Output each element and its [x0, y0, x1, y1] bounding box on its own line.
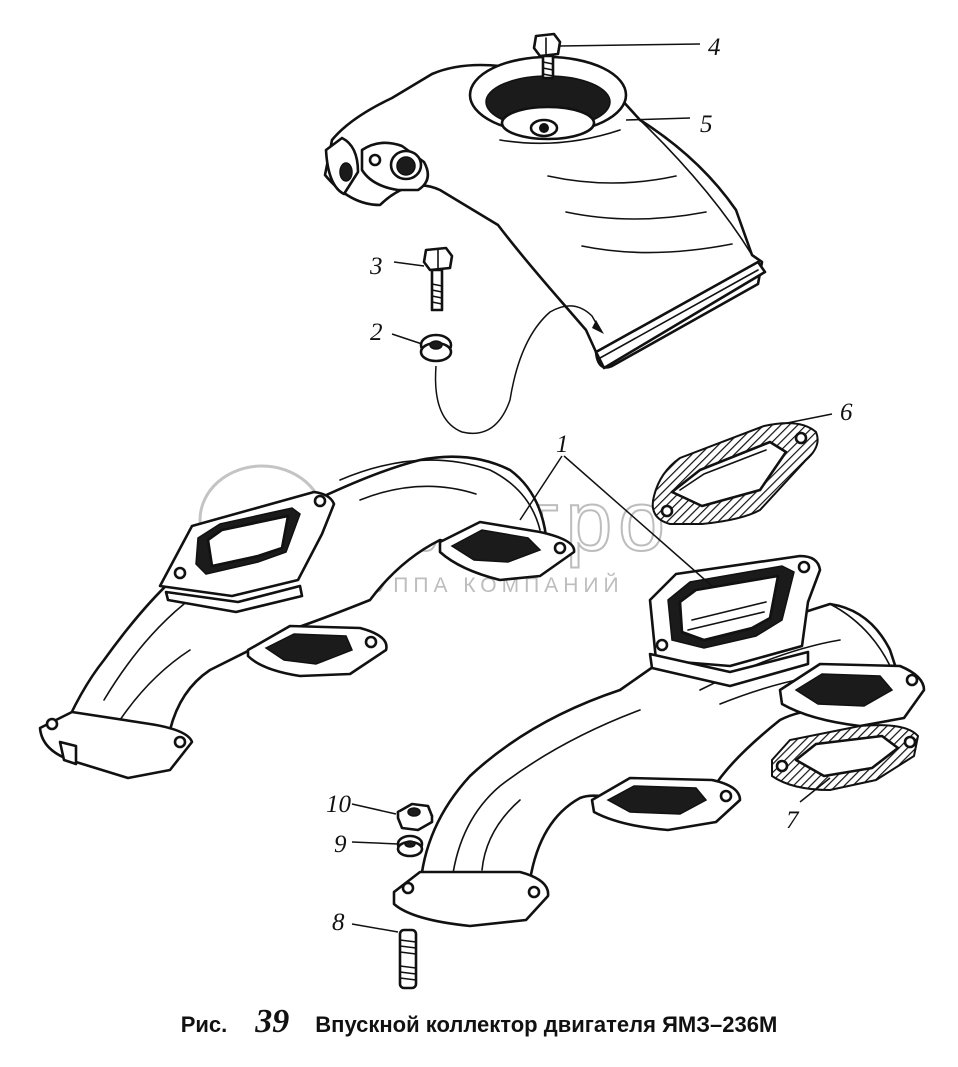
bolt-part-3	[422, 246, 454, 312]
caption-figure-number: 39	[255, 1003, 290, 1040]
callout-4: 4	[708, 34, 721, 61]
callout-8: 8	[332, 909, 345, 936]
intake-elbow-part-5	[323, 55, 767, 370]
washer-part-2	[419, 333, 453, 363]
gasket-part-7	[771, 724, 920, 792]
bolt-part-4	[532, 32, 562, 80]
callout-3: 3	[369, 253, 383, 280]
caption-title: Впускной коллектор двигателя ЯМЗ–236М	[315, 1012, 778, 1037]
callout-7: 7	[786, 807, 800, 834]
nut-part-10	[396, 802, 434, 832]
intake-manifold-right-part-1	[392, 554, 926, 928]
gasket-part-6	[651, 422, 819, 525]
caption-prefix: Рис.	[180, 1012, 228, 1037]
callout-2: 2	[370, 319, 383, 346]
callout-9: 9	[334, 831, 347, 858]
callout-leaders	[351, 43, 833, 933]
stud-part-8	[398, 928, 418, 990]
figure-caption: Рис. 39 Впускной коллектор двигателя ЯМЗ–2…	[0, 1003, 958, 1041]
callout-5: 5	[700, 111, 713, 138]
callout-10: 10	[326, 791, 352, 818]
callout-1: 1	[556, 431, 569, 458]
assembly-path-line	[434, 305, 601, 434]
callout-6: 6	[840, 399, 853, 426]
lock-washer-part-9	[396, 834, 424, 858]
intake-manifold-left-part-1	[38, 455, 576, 780]
